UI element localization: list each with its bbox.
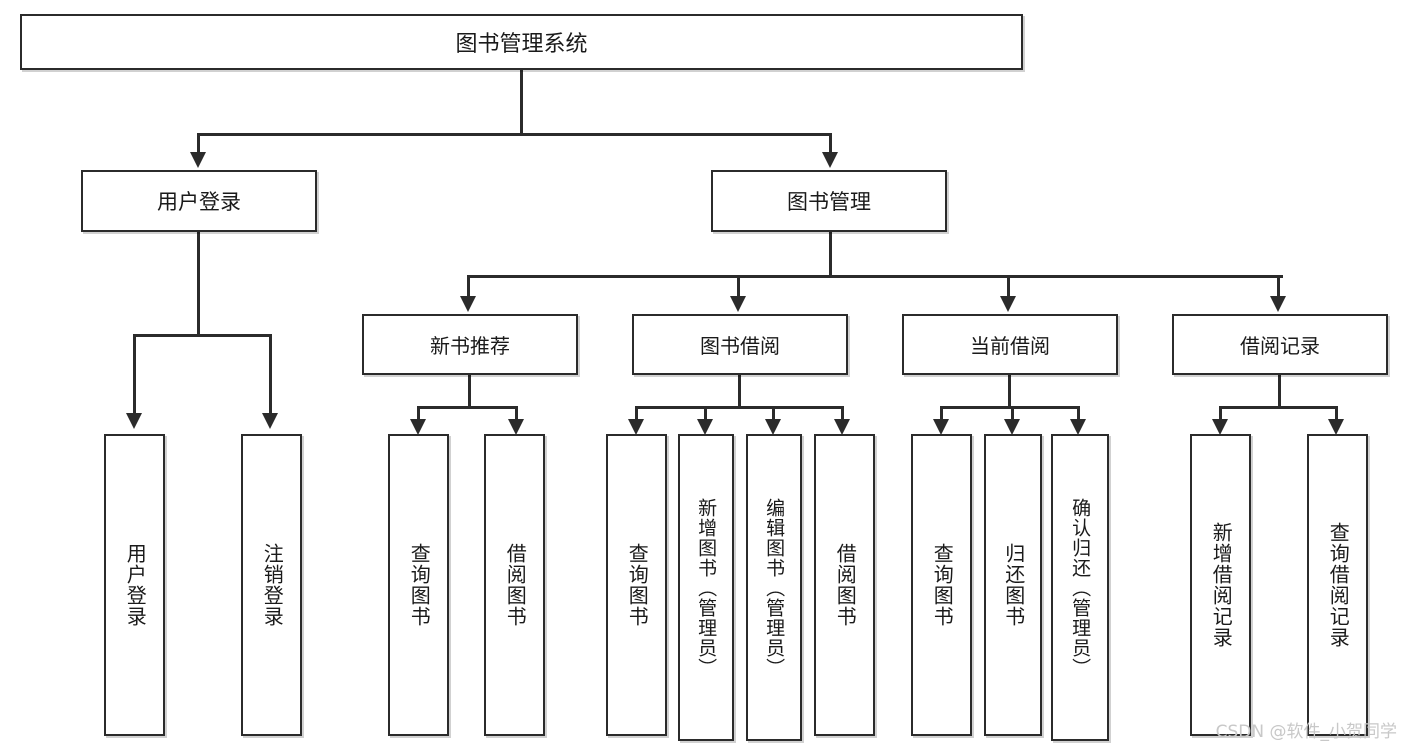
- node-new-book-recommend-label: 新书推荐: [430, 334, 510, 358]
- node-leaf-logout-label: 注销登录: [260, 543, 285, 627]
- edge-currentborrow-drop-3: [1077, 406, 1080, 420]
- node-book-management[interactable]: 图书管理: [711, 170, 947, 232]
- arrow-to-leaf-add-record: [1212, 419, 1228, 435]
- edge-bookmanage-bus: [467, 275, 1283, 278]
- node-borrow-record-label: 借阅记录: [1240, 334, 1320, 358]
- node-leaf-return-book-label: 归还图书: [1001, 543, 1026, 627]
- edge-borrowrecord-stem: [1278, 375, 1281, 408]
- edge-currentborrow-stem: [1008, 375, 1011, 408]
- node-leaf-add-borrow-record[interactable]: 新增借阅记录: [1190, 434, 1251, 736]
- arrow-to-leaf-query-book-c: [933, 419, 949, 435]
- arrow-to-leaf-confirm-return: [1070, 419, 1086, 435]
- node-leaf-query-book-borrow-label: 查询图书: [625, 543, 650, 627]
- node-leaf-confirm-return-admin-label: 确认归还（管理员）: [1069, 497, 1092, 678]
- arrow-to-leaf-edit-book: [765, 419, 781, 435]
- edge-userlogin-drop-2: [269, 334, 272, 414]
- arrow-to-new-book-rec: [460, 296, 476, 312]
- edge-bookborrow-drop-3: [772, 406, 775, 420]
- node-current-borrow[interactable]: 当前借阅: [902, 314, 1118, 375]
- edge-userlogin-drop-1: [133, 334, 136, 414]
- arrow-to-leaf-query-book-a: [410, 419, 426, 435]
- node-leaf-query-book-current[interactable]: 查询图书: [911, 434, 972, 736]
- node-leaf-borrow-book-borrow[interactable]: 借阅图书: [814, 434, 875, 736]
- edge-bookborrow-drop-2: [704, 406, 707, 420]
- arrow-to-current-borrow: [1000, 296, 1016, 312]
- arrow-to-leaf-query-book-b: [628, 419, 644, 435]
- edge-newbook-drop-1: [417, 406, 420, 420]
- node-leaf-query-book-borrow[interactable]: 查询图书: [606, 434, 667, 736]
- node-leaf-borrow-book-newbook-label: 借阅图书: [503, 543, 528, 627]
- arrow-to-leaf-user-login: [126, 413, 142, 429]
- node-leaf-logout[interactable]: 注销登录: [241, 434, 302, 736]
- arrow-to-user-login: [190, 152, 206, 168]
- node-user-login-label: 用户登录: [157, 190, 241, 214]
- edge-root-to-user-login: [197, 133, 200, 153]
- arrow-to-book-manage: [822, 152, 838, 168]
- edge-newbook-drop-2: [515, 406, 518, 420]
- edge-bookmanage-drop-1: [467, 275, 470, 297]
- edge-borrowrecord-drop-1: [1219, 406, 1222, 420]
- edge-root-to-book-manage: [829, 133, 832, 153]
- arrow-to-leaf-logout: [262, 413, 278, 429]
- node-leaf-edit-book-admin[interactable]: 编辑图书（管理员）: [746, 434, 802, 741]
- edge-bookborrow-drop-1: [635, 406, 638, 420]
- arrow-to-book-borrow: [730, 296, 746, 312]
- node-leaf-confirm-return-admin[interactable]: 确认归还（管理员）: [1051, 434, 1109, 741]
- node-leaf-user-login-label: 用户登录: [123, 543, 148, 627]
- arrow-to-leaf-borrow-book-a: [508, 419, 524, 435]
- arrow-to-leaf-query-record: [1328, 419, 1344, 435]
- edge-bookmanage-drop-3: [1007, 275, 1010, 297]
- edge-bookborrow-bus: [635, 406, 844, 409]
- node-leaf-query-borrow-record[interactable]: 查询借阅记录: [1307, 434, 1368, 736]
- edge-root-stem: [520, 70, 523, 135]
- node-leaf-add-borrow-record-label: 新增借阅记录: [1209, 522, 1234, 648]
- node-leaf-user-login[interactable]: 用户登录: [104, 434, 165, 736]
- node-leaf-borrow-book-borrow-label: 借阅图书: [833, 543, 858, 627]
- node-leaf-borrow-book-newbook[interactable]: 借阅图书: [484, 434, 545, 736]
- node-leaf-query-book-newbook-label: 查询图书: [407, 543, 432, 627]
- edge-bookmanage-drop-2: [737, 275, 740, 297]
- node-current-borrow-label: 当前借阅: [970, 334, 1050, 358]
- node-leaf-add-book-admin-label: 新增图书（管理员）: [695, 497, 718, 678]
- node-leaf-query-book-newbook[interactable]: 查询图书: [388, 434, 449, 736]
- node-borrow-record[interactable]: 借阅记录: [1172, 314, 1388, 375]
- node-book-borrow[interactable]: 图书借阅: [632, 314, 848, 375]
- edge-currentborrow-drop-2: [1011, 406, 1014, 420]
- edge-newbook-stem: [468, 375, 471, 408]
- node-leaf-add-book-admin[interactable]: 新增图书（管理员）: [678, 434, 734, 741]
- arrow-to-leaf-borrow-book-b: [834, 419, 850, 435]
- edge-newbook-bus: [417, 406, 518, 409]
- edge-bookborrow-stem: [738, 375, 741, 408]
- node-root-label: 图书管理系统: [455, 32, 588, 57]
- node-leaf-query-borrow-record-label: 查询借阅记录: [1326, 522, 1351, 648]
- edge-bookborrow-drop-4: [841, 406, 844, 420]
- edge-userlogin-bus: [133, 334, 272, 337]
- edge-bookmanage-drop-4: [1277, 275, 1280, 297]
- watermark-text: CSDN @软件_小贺同学: [1215, 722, 1397, 742]
- node-new-book-recommend[interactable]: 新书推荐: [362, 314, 578, 375]
- arrow-to-leaf-add-book: [697, 419, 713, 435]
- node-user-login[interactable]: 用户登录: [81, 170, 317, 232]
- edge-borrowrecord-bus: [1219, 406, 1338, 409]
- arrow-to-borrow-record: [1270, 296, 1286, 312]
- edge-currentborrow-bus: [940, 406, 1080, 409]
- edge-root-bus: [197, 133, 832, 136]
- edge-borrowrecord-drop-2: [1335, 406, 1338, 420]
- arrow-to-leaf-return-book: [1004, 419, 1020, 435]
- node-book-management-label: 图书管理: [787, 190, 871, 214]
- node-leaf-return-book[interactable]: 归还图书: [984, 434, 1042, 736]
- edge-bookmanage-stem: [829, 232, 832, 277]
- node-root-library-system[interactable]: 图书管理系统: [20, 14, 1023, 70]
- edge-userlogin-stem: [197, 232, 200, 336]
- node-book-borrow-label: 图书借阅: [700, 334, 780, 358]
- node-leaf-query-book-current-label: 查询图书: [930, 543, 955, 627]
- node-leaf-edit-book-admin-label: 编辑图书（管理员）: [763, 497, 786, 678]
- edge-currentborrow-drop-1: [940, 406, 943, 420]
